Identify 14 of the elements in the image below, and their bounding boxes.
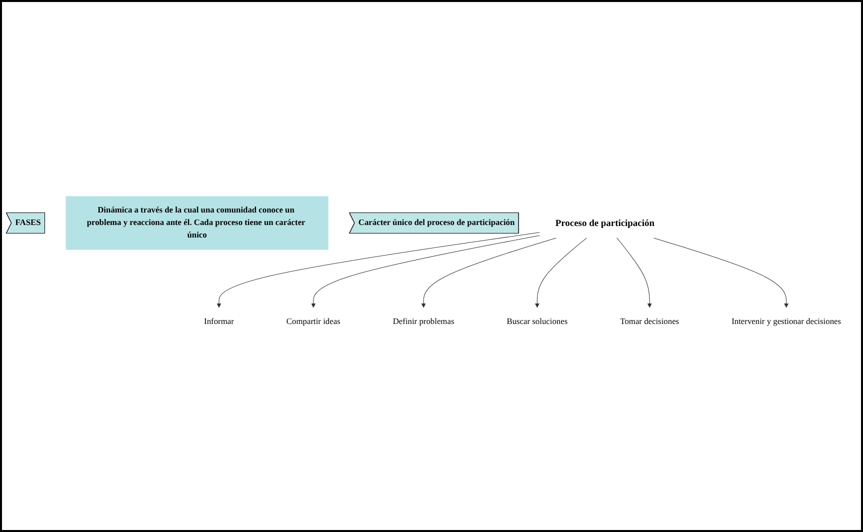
node-text: Definir problemas bbox=[392, 316, 454, 326]
arrow bbox=[534, 238, 587, 308]
node-box: Dinámica a través de la cual una comunidad conoce un problema y reacciona ante él. Cada proceso tiene un carácter único bbox=[66, 196, 328, 250]
arrow bbox=[311, 235, 540, 308]
node-text: Proceso de participación bbox=[555, 217, 654, 228]
arrow bbox=[653, 238, 789, 308]
node-text: Buscar soluciones bbox=[506, 316, 568, 326]
node-text: Intervenir y gestionar decisiones bbox=[732, 316, 842, 326]
node-text: Tomar decisiones bbox=[620, 316, 680, 326]
node-text: Informar bbox=[204, 316, 234, 326]
node-text: Compartir ideas bbox=[286, 316, 340, 326]
arrow bbox=[216, 232, 540, 308]
arrow bbox=[616, 238, 652, 308]
arrow bbox=[421, 238, 556, 308]
